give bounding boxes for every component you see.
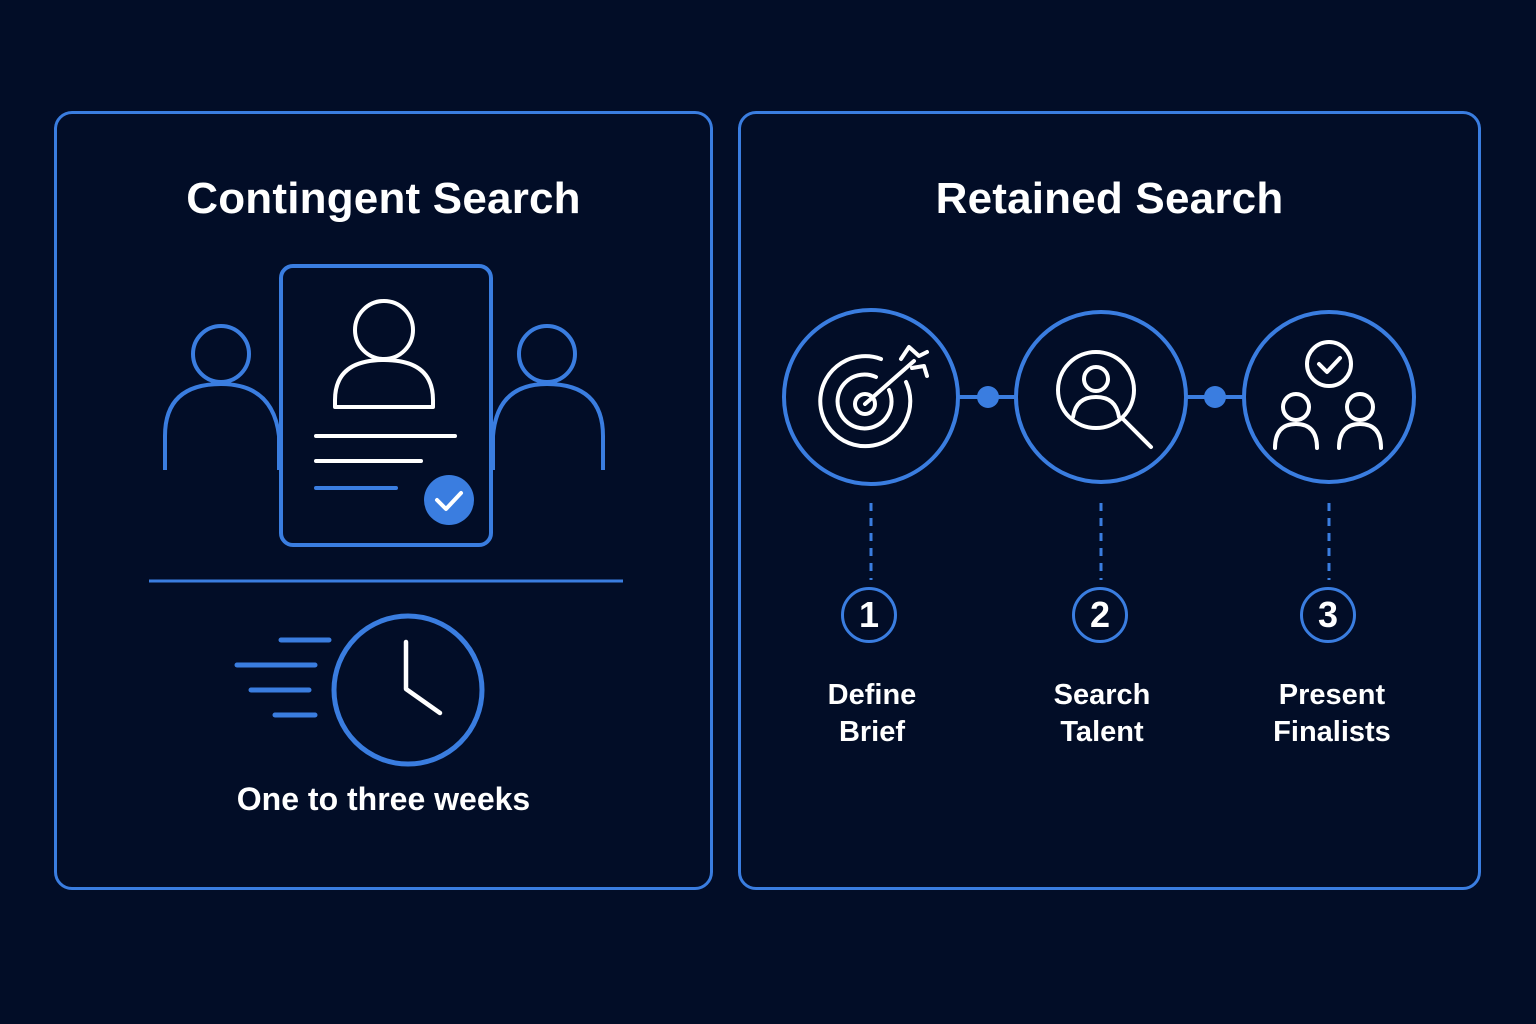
step-number-3: 3 xyxy=(1300,587,1356,643)
side-person-right-icon xyxy=(491,324,605,470)
target-arrow-icon xyxy=(818,345,929,449)
retained-search-panel: Retained Search xyxy=(738,111,1481,890)
step-label-present-finalists: Present Finalists xyxy=(1232,677,1432,751)
clock-icon xyxy=(331,613,485,767)
step-label-line: Brief xyxy=(838,716,906,748)
connector-dot xyxy=(1204,386,1226,408)
step-circle xyxy=(1242,310,1416,484)
contingent-search-panel: Contingent Search xyxy=(54,111,713,890)
retained-search-title: Retained Search xyxy=(935,174,1284,223)
step-circle xyxy=(782,308,960,486)
person-search-icon xyxy=(1056,350,1153,449)
step-label-line: Present xyxy=(1278,679,1386,711)
check-badge-icon xyxy=(424,475,474,525)
finalists-check-icon xyxy=(1273,340,1383,450)
step-label-line: Search xyxy=(1053,679,1151,711)
step-label-line: Finalists xyxy=(1273,716,1391,748)
step-label-define-brief: Define Brief xyxy=(772,677,972,751)
side-person-left-icon xyxy=(163,324,281,470)
retained-process-diagram xyxy=(782,308,1416,580)
timeframe-label: One to three weeks xyxy=(236,781,531,817)
step-number-2: 2 xyxy=(1072,587,1128,643)
candidate-shortlist-illustration xyxy=(149,264,623,767)
connector-dot xyxy=(977,386,999,408)
step-label-search-talent: Search Talent xyxy=(1002,677,1202,751)
step-dashed-line xyxy=(869,503,1331,580)
step-circle xyxy=(1014,310,1188,484)
speed-lines-icon xyxy=(234,637,332,718)
step-number-1: 1 xyxy=(841,587,897,643)
step-label-line: Define xyxy=(827,679,917,711)
step-label-line: Talent xyxy=(1060,716,1144,748)
candidate-avatar-icon xyxy=(333,299,435,409)
contingent-search-title: Contingent Search xyxy=(186,174,581,223)
